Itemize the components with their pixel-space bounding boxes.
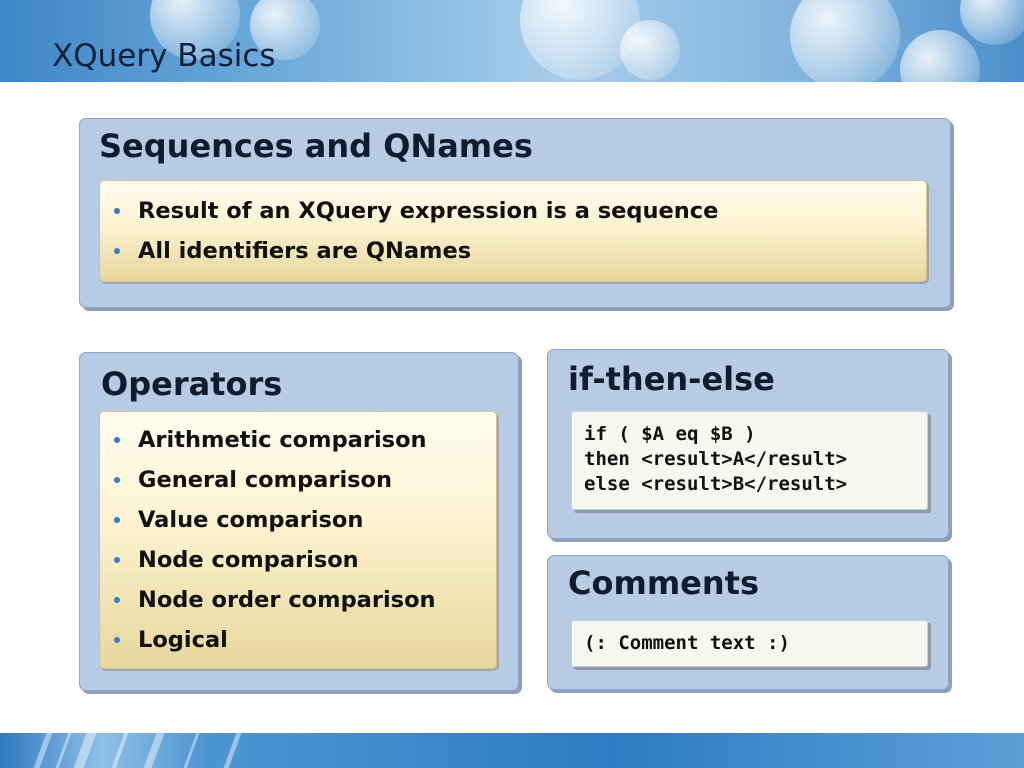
decorative-streak xyxy=(73,733,97,768)
bullet-text: Node comparison xyxy=(138,547,359,573)
decorative-streak xyxy=(223,733,242,768)
header-banner: XQuery Basics xyxy=(0,0,1024,82)
list-item: Value comparison xyxy=(100,500,436,540)
decorative-streak xyxy=(33,733,53,768)
if-then-else-panel: if-then-else if ( $A eq $B ) then <result… xyxy=(547,349,949,539)
if-then-else-code-box: if ( $A eq $B ) then <result>A</result> el… xyxy=(571,411,928,510)
bullet-text: Node order comparison xyxy=(138,587,436,613)
decorative-streak xyxy=(111,733,129,768)
bullet-icon xyxy=(114,597,120,603)
operators-bullet-list: Arithmetic comparison General comparison… xyxy=(100,420,436,660)
panel-title: Operators xyxy=(101,365,283,403)
panel-title: Comments xyxy=(568,564,759,602)
decorative-streak xyxy=(55,733,72,768)
list-item: All identifiers are QNames xyxy=(100,231,718,271)
bullet-icon xyxy=(114,248,120,254)
decorative-bubble xyxy=(900,30,980,82)
decorative-bubble xyxy=(790,0,900,82)
slide-title: XQuery Basics xyxy=(52,38,276,74)
code-line: if ( $A eq $B ) xyxy=(584,423,756,445)
list-item: Node comparison xyxy=(100,540,436,580)
bullet-icon xyxy=(114,557,120,563)
operators-content-box: Arithmetic comparison General comparison… xyxy=(99,411,497,669)
list-item: Arithmetic comparison xyxy=(100,420,436,460)
code-line: then <result>A</result> xyxy=(584,448,848,470)
code-block: if ( $A eq $B ) then <result>A</result> el… xyxy=(584,422,847,497)
sequences-bullet-list: Result of an XQuery expression is a sequ… xyxy=(100,191,718,271)
list-item: Node order comparison xyxy=(100,580,436,620)
code-block: (: Comment text :) xyxy=(584,631,790,656)
decorative-bubble xyxy=(250,0,320,60)
bullet-icon xyxy=(114,208,120,214)
panel-title: if-then-else xyxy=(568,360,775,398)
comments-code-box: (: Comment text :) xyxy=(571,620,928,667)
decorative-streak xyxy=(183,733,200,768)
bullet-text: Arithmetic comparison xyxy=(138,427,427,453)
list-item: Result of an XQuery expression is a sequ… xyxy=(100,191,718,231)
list-item: General comparison xyxy=(100,460,436,500)
bullet-text: Logical xyxy=(138,627,228,653)
panel-title: Sequences and QNames xyxy=(99,127,533,165)
bullet-icon xyxy=(114,517,120,523)
operators-panel: Operators Arithmetic comparison General … xyxy=(79,352,519,691)
comments-panel: Comments (: Comment text :) xyxy=(547,555,949,690)
sequences-panel: Sequences and QNames Result of an XQuery… xyxy=(79,118,951,308)
bullet-icon xyxy=(114,477,120,483)
bullet-text: General comparison xyxy=(138,467,393,493)
bullet-icon xyxy=(114,437,120,443)
decorative-streak xyxy=(143,733,165,768)
bullet-text: All identifiers are QNames xyxy=(138,238,472,264)
code-line: (: Comment text :) xyxy=(584,632,790,654)
decorative-bubble xyxy=(620,20,680,80)
decorative-bubble xyxy=(960,0,1024,45)
sequences-content-box: Result of an XQuery expression is a sequ… xyxy=(99,180,927,282)
bullet-icon xyxy=(114,637,120,643)
bullet-text: Result of an XQuery expression is a sequ… xyxy=(138,198,719,224)
code-line: else <result>B</result> xyxy=(584,473,848,495)
list-item: Logical xyxy=(100,620,436,660)
footer-band xyxy=(0,733,1024,768)
bullet-text: Value comparison xyxy=(138,507,364,533)
